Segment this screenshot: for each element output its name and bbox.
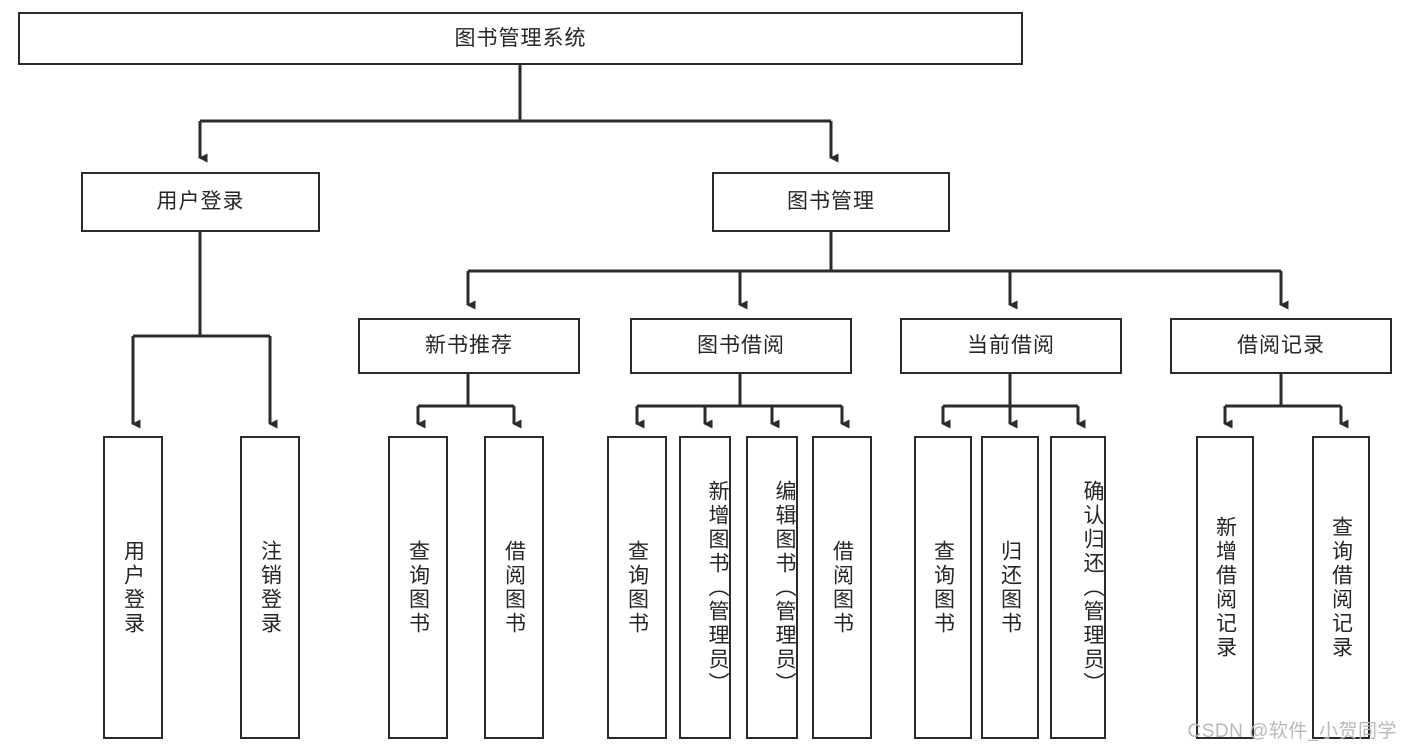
leaf-user-logout[interactable]: 注销登录	[240, 436, 300, 739]
node-user-login[interactable]: 用户登录	[81, 172, 320, 232]
node-current-borrow[interactable]: 当前借阅	[900, 318, 1122, 374]
leaf-borrow-query-book[interactable]: 查询图书	[607, 436, 667, 739]
leaf-user-logout-label: 注销登录	[258, 539, 282, 636]
leaf-user-login[interactable]: 用户登录	[103, 436, 163, 739]
leaf-new-borrow-book-label: 借阅图书	[502, 539, 526, 636]
leaf-record-add[interactable]: 新增借阅记录	[1196, 436, 1254, 739]
leaf-current-return-book-label: 归还图书	[998, 539, 1022, 636]
leaf-current-confirm-return[interactable]: 确认归还（管理员）	[1050, 436, 1106, 739]
node-borrow-record[interactable]: 借阅记录	[1170, 318, 1392, 374]
leaf-record-add-label: 新增借阅记录	[1213, 515, 1237, 660]
leaf-user-login-label: 用户登录	[121, 539, 145, 636]
leaf-new-borrow-book[interactable]: 借阅图书	[484, 436, 544, 739]
leaf-borrow-add-book[interactable]: 新增图书（管理员）	[679, 436, 731, 739]
node-root-label: 图书管理系统	[454, 26, 587, 50]
node-new-book-recommend-label: 新书推荐	[425, 334, 513, 358]
leaf-record-query[interactable]: 查询借阅记录	[1312, 436, 1370, 739]
leaf-new-query-book[interactable]: 查询图书	[388, 436, 448, 739]
node-book-borrow[interactable]: 图书借阅	[630, 318, 852, 374]
leaf-borrow-add-book-label: 新增图书（管理员）	[706, 479, 729, 696]
leaf-borrow-query-book-label: 查询图书	[625, 539, 649, 636]
leaf-current-query-book-label: 查询图书	[931, 539, 955, 636]
node-book-borrow-label: 图书借阅	[697, 334, 785, 358]
leaf-borrow-edit-book[interactable]: 编辑图书（管理员）	[746, 436, 798, 739]
node-user-login-label: 用户登录	[156, 190, 245, 214]
node-new-book-recommend[interactable]: 新书推荐	[358, 318, 580, 374]
leaf-borrow-borrow-book[interactable]: 借阅图书	[812, 436, 872, 739]
node-book-management[interactable]: 图书管理	[712, 172, 950, 232]
leaf-borrow-edit-book-label: 编辑图书（管理员）	[773, 479, 796, 696]
leaf-current-confirm-return-label: 确认归还（管理员）	[1081, 479, 1104, 696]
node-book-management-label: 图书管理	[787, 190, 875, 214]
leaf-current-query-book[interactable]: 查询图书	[914, 436, 972, 739]
node-root[interactable]: 图书管理系统	[18, 12, 1023, 65]
node-borrow-record-label: 借阅记录	[1237, 334, 1325, 358]
leaf-borrow-borrow-book-label: 借阅图书	[830, 539, 854, 636]
leaf-new-query-book-label: 查询图书	[406, 539, 430, 636]
watermark: CSDN @软件_小贺同学	[1187, 721, 1397, 742]
node-current-borrow-label: 当前借阅	[967, 334, 1055, 358]
leaf-record-query-label: 查询借阅记录	[1329, 515, 1353, 660]
leaf-current-return-book[interactable]: 归还图书	[981, 436, 1039, 739]
